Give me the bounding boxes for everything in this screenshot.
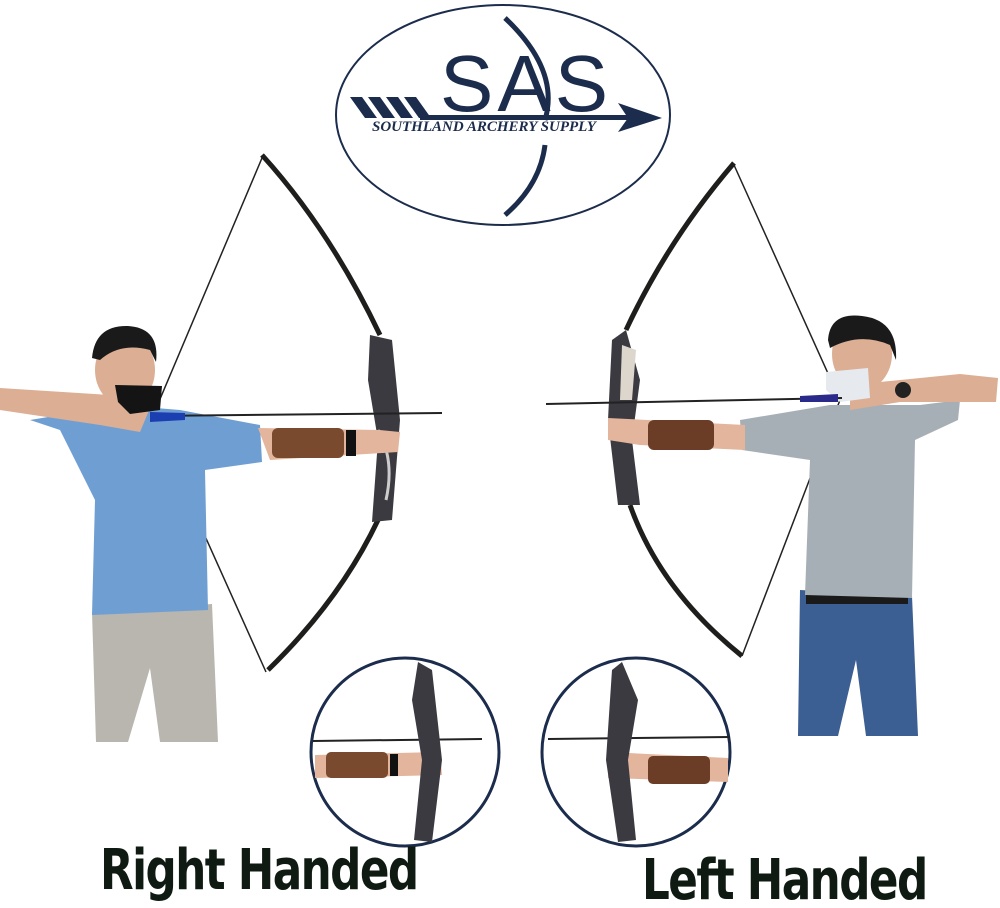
left-handed-label: Left Handed [642, 848, 928, 908]
right-handed-archer [0, 153, 443, 742]
logo-company-name: SOUTHLAND ARCHERY SUPPLY [372, 119, 596, 135]
right-handed-label: Right Handed [100, 838, 419, 903]
right-hand-detail-inset [309, 656, 501, 848]
logo-monogram: SAS [440, 39, 613, 128]
left-hand-detail-inset [540, 656, 732, 848]
logo-badge [335, 4, 671, 226]
left-handed-archer [545, 161, 998, 736]
